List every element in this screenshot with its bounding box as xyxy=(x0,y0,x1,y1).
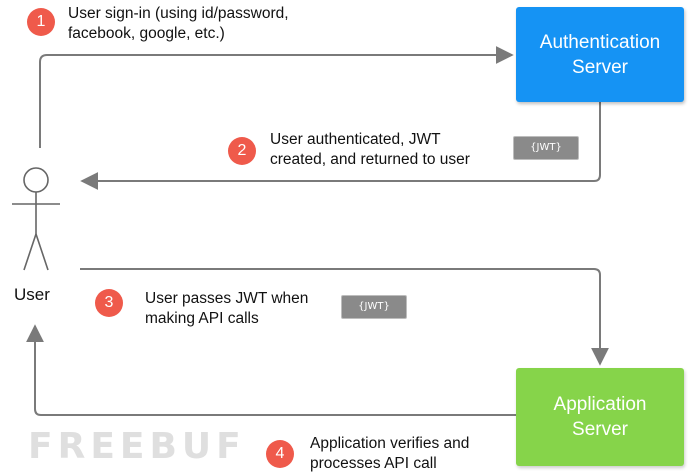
auth-server-label-line1: Authentication xyxy=(539,31,661,53)
jwt-token-step-2: {JWT} xyxy=(513,136,579,160)
arrow-api-call xyxy=(80,268,609,366)
step-1-text: User sign-in (using id/password, faceboo… xyxy=(68,4,289,44)
step-4-line-1: Application verifies and xyxy=(310,435,470,452)
application-server-box: Application Server xyxy=(516,368,684,466)
jwt-token-step-3: {JWT} xyxy=(341,295,407,319)
step-4-badge: 4 xyxy=(266,440,294,468)
auth-server-label-line2: Server xyxy=(572,56,628,78)
step-2-badge: 2 xyxy=(228,137,256,165)
user-label: User xyxy=(14,285,50,304)
app-server-label-line1: Application xyxy=(553,394,647,415)
step-4-text: Application verifies and processes API c… xyxy=(310,434,469,474)
step-1-line-2: facebook, google, etc.) xyxy=(68,25,225,42)
user-icon xyxy=(12,167,60,271)
arrow-jwt-returned xyxy=(80,102,601,190)
step-2-text: User authenticated, JWT created, and ret… xyxy=(270,130,470,170)
app-server-label-line2: Server xyxy=(572,419,628,440)
step-1-line-1: User sign-in (using id/password, xyxy=(68,5,289,22)
step-4-line-2: processes API call xyxy=(310,455,437,472)
authentication-server-box: Authentication Server xyxy=(516,7,684,102)
step-1-badge: 1 xyxy=(27,8,55,36)
step-3-text: User passes JWT when making API calls xyxy=(145,289,308,329)
step-2-line-1: User authenticated, JWT xyxy=(270,131,441,148)
step-3-line-1: User passes JWT when xyxy=(145,290,309,307)
step-2-line-2: created, and returned to user xyxy=(270,151,470,168)
step-3-badge: 3 xyxy=(95,289,123,317)
step-3-line-2: making API calls xyxy=(145,310,259,327)
arrow-sign-in xyxy=(39,46,514,148)
watermark: FREEBUF xyxy=(28,426,246,467)
arrow-response xyxy=(26,324,516,416)
